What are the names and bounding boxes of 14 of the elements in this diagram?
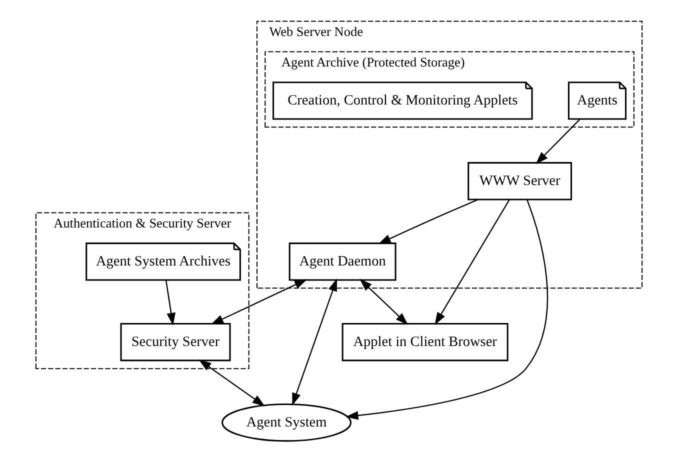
node-box: Agent Daemon bbox=[288, 242, 396, 280]
arrow bbox=[360, 278, 408, 324]
arrow bbox=[346, 198, 548, 420]
node-box: Security Server bbox=[120, 322, 231, 361]
node-box: WWW Server bbox=[468, 162, 572, 200]
arrow bbox=[378, 198, 478, 244]
arrow bbox=[165, 279, 176, 326]
arrow bbox=[434, 198, 510, 324]
node-box: Applet in Client Browser bbox=[342, 322, 508, 361]
node-ellipse: Agent System bbox=[222, 402, 352, 442]
arrow bbox=[292, 278, 337, 406]
arrow bbox=[536, 118, 580, 164]
arrow bbox=[198, 358, 265, 406]
arrow bbox=[210, 278, 308, 324]
